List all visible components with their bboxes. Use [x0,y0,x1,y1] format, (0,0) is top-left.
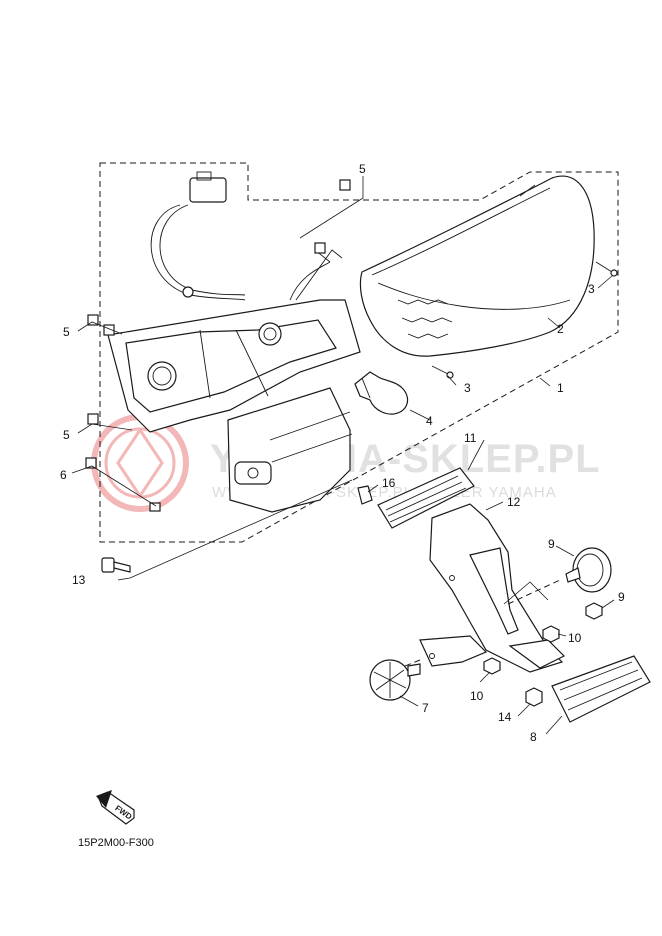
callout-12: 12 [507,495,521,509]
fwd-arrow-icon: FWD [96,790,135,825]
callout-13: 13 [72,573,86,587]
callout-3-center: 3 [464,381,471,395]
callout-7: 8 [530,730,537,744]
clip-nuts [85,179,351,512]
callout-9-right: 9 [548,537,555,551]
assembly-boundary [99,162,619,543]
turn-signal-right [565,547,612,593]
callout-10-right: 10 [568,631,582,645]
callout-16: 16 [382,476,396,490]
nuts [483,602,603,707]
reflector [551,655,651,723]
diagram-code: 15P2M00-F300 [78,837,154,849]
callout-5-left-top: 5 [63,325,70,339]
callout-4: 4 [426,414,433,428]
callout-10-center: 10 [470,689,484,703]
bracket [399,503,566,673]
turn-signal-left [369,659,421,701]
callout-14: 14 [498,710,512,724]
watermark-logo [91,414,189,512]
license-light [377,467,475,529]
callout-1: 1 [557,381,564,395]
bolt-13 [101,557,131,573]
tail-light-housing [107,249,361,513]
callout-9-left: 7 [422,701,429,715]
callout-8: 9 [618,590,625,604]
callout-3-right: 3 [588,282,595,296]
callout-11: 11 [464,431,477,445]
callout-5-top: 5 [359,162,366,176]
clip-16 [357,485,373,505]
callout-5-left-bottom: 5 [63,428,70,442]
screws-3 [431,261,618,379]
tail-light-lens [359,175,595,357]
callouts: 5 3 2 1 3 4 5 5 6 11 16 12 9 9 10 10 7 1… [60,162,625,744]
callout-2: 2 [557,322,564,336]
leader-lines [71,176,615,735]
callout-6: 6 [60,468,67,482]
bulb [354,371,409,415]
wire-harness [150,171,246,301]
connector [189,177,227,203]
